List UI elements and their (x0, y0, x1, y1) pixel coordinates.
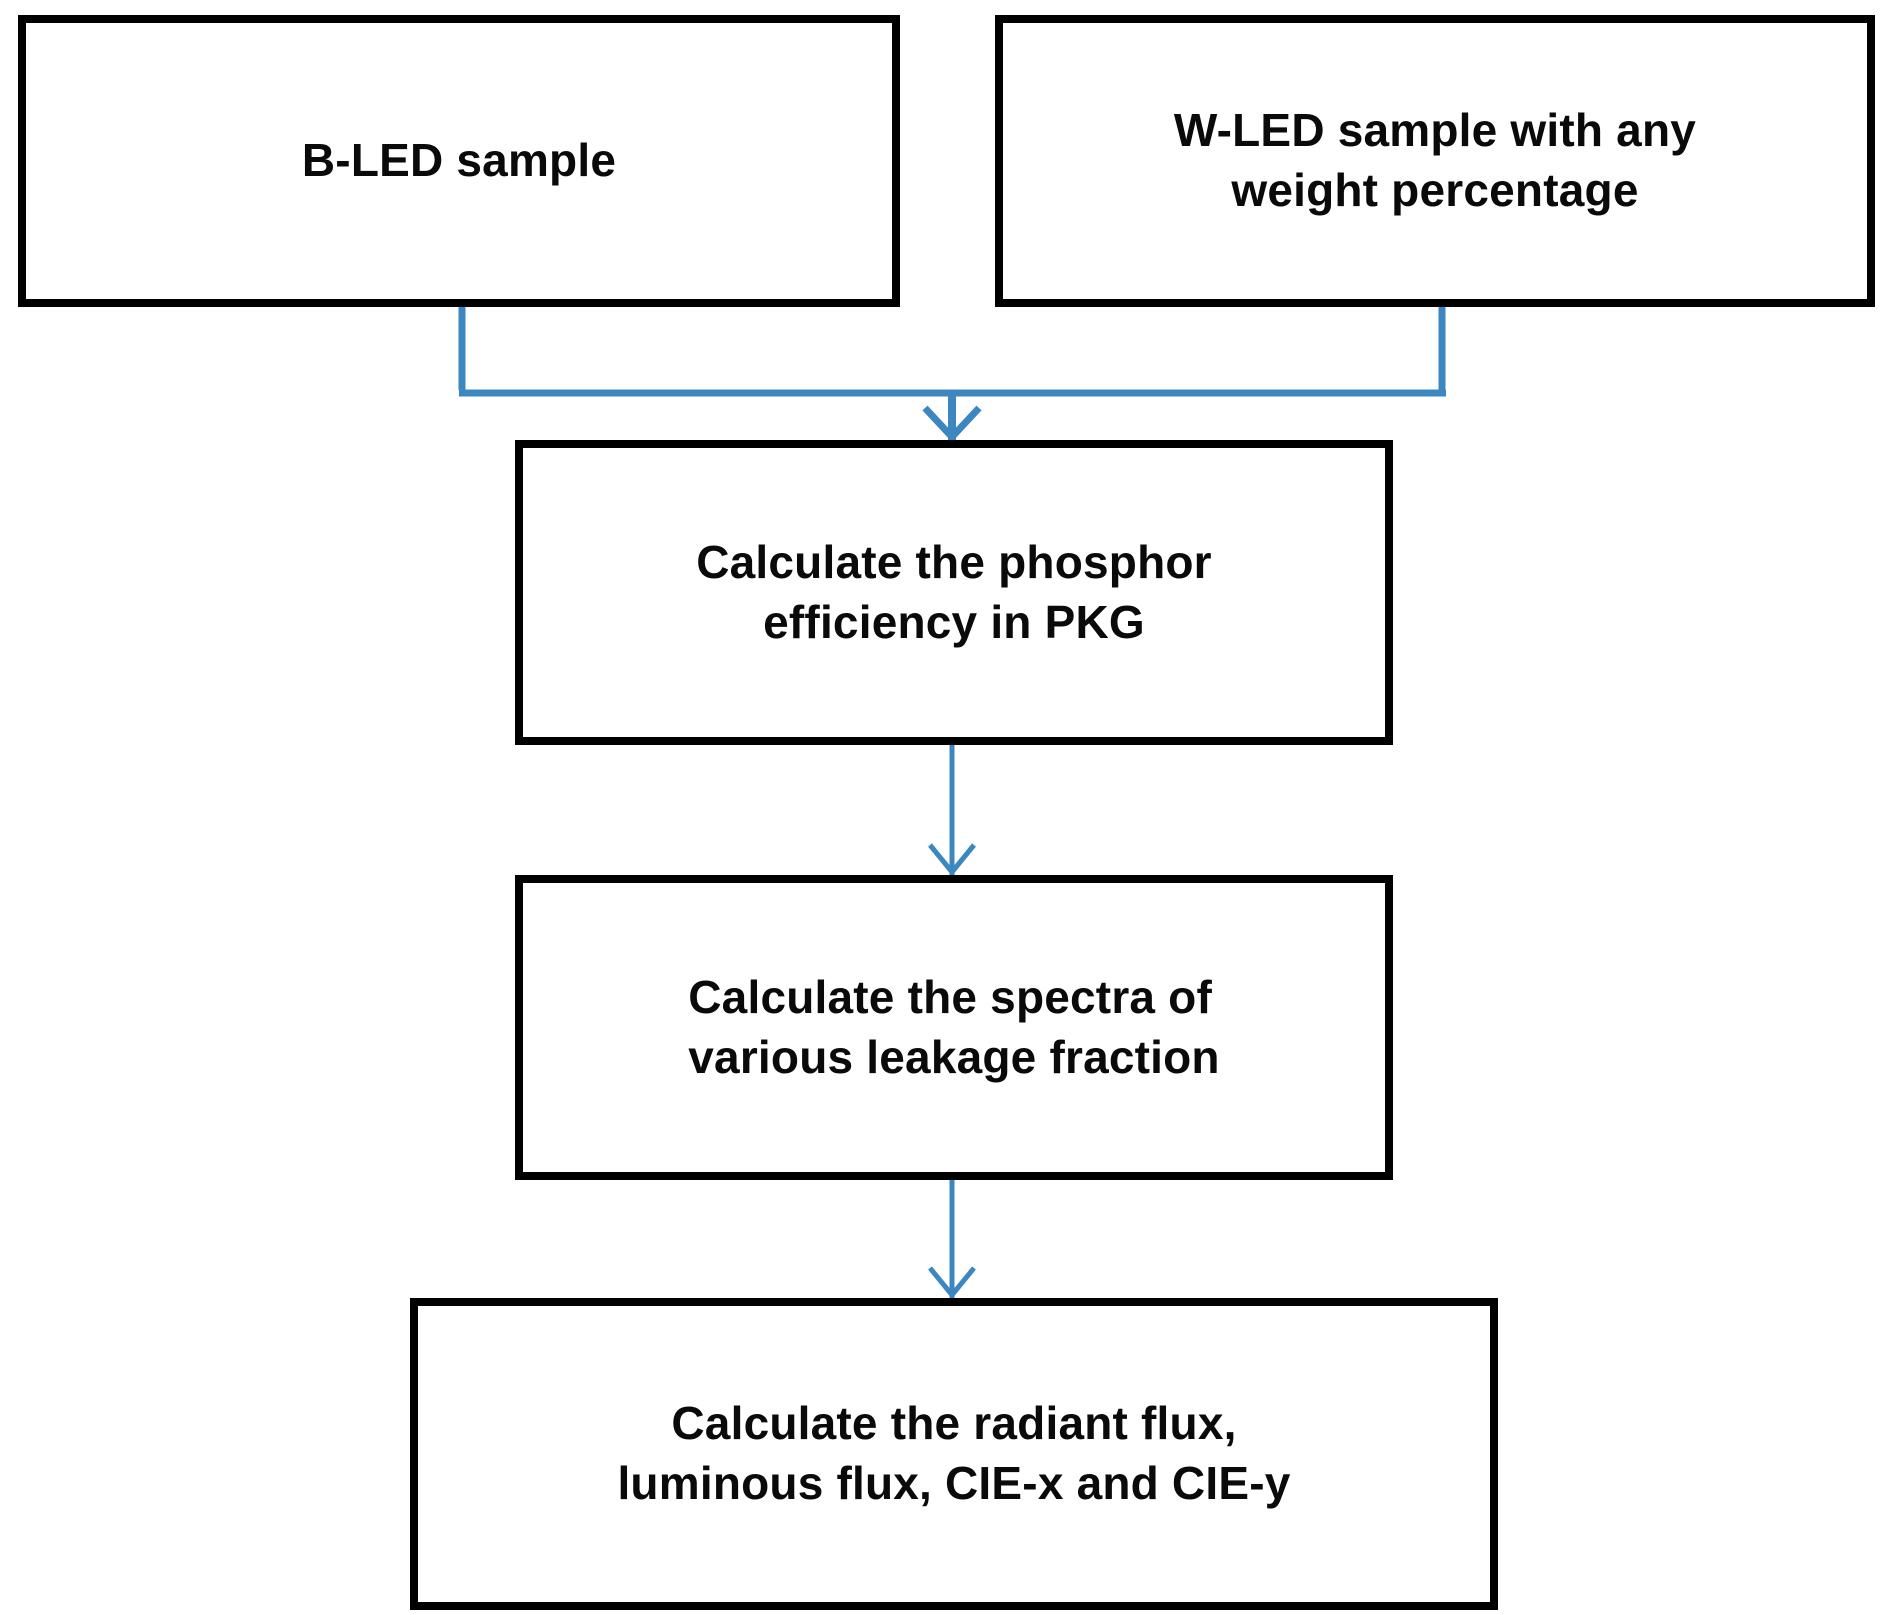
node-calculate-phosphor-efficiency-label: Calculate the phosphor efficiency in PKG (696, 535, 1212, 648)
node-calculate-flux-cie[interactable]: Calculate the radiant flux, luminous flu… (410, 1298, 1498, 1610)
node-w-led-sample-label: W-LED sample with any weight percentage (1173, 104, 1697, 216)
arrowhead-down-icon (928, 843, 976, 876)
node-b-led-sample[interactable]: B-LED sample (18, 15, 900, 307)
node-w-led-sample[interactable]: W-LED sample with any weight percentage (995, 15, 1875, 307)
arrowhead-down-icon (928, 1266, 976, 1299)
edge-merge-inputs-to-phosphor (458, 307, 1446, 443)
node-calculate-spectra[interactable]: Calculate the spectra of various leakage… (515, 875, 1393, 1180)
node-calculate-phosphor-efficiency[interactable]: Calculate the phosphor efficiency in PKG (515, 440, 1393, 745)
node-b-led-sample-label: B-LED sample (301, 134, 617, 187)
edge-spectra-to-flux (928, 1180, 976, 1299)
node-calculate-spectra-label: Calculate the spectra of various leakage… (688, 970, 1220, 1083)
arrowhead-down-icon (922, 405, 982, 443)
node-calculate-flux-cie-label: Calculate the radiant flux, luminous flu… (617, 1397, 1291, 1509)
edge-phosphor-to-spectra (928, 745, 976, 876)
